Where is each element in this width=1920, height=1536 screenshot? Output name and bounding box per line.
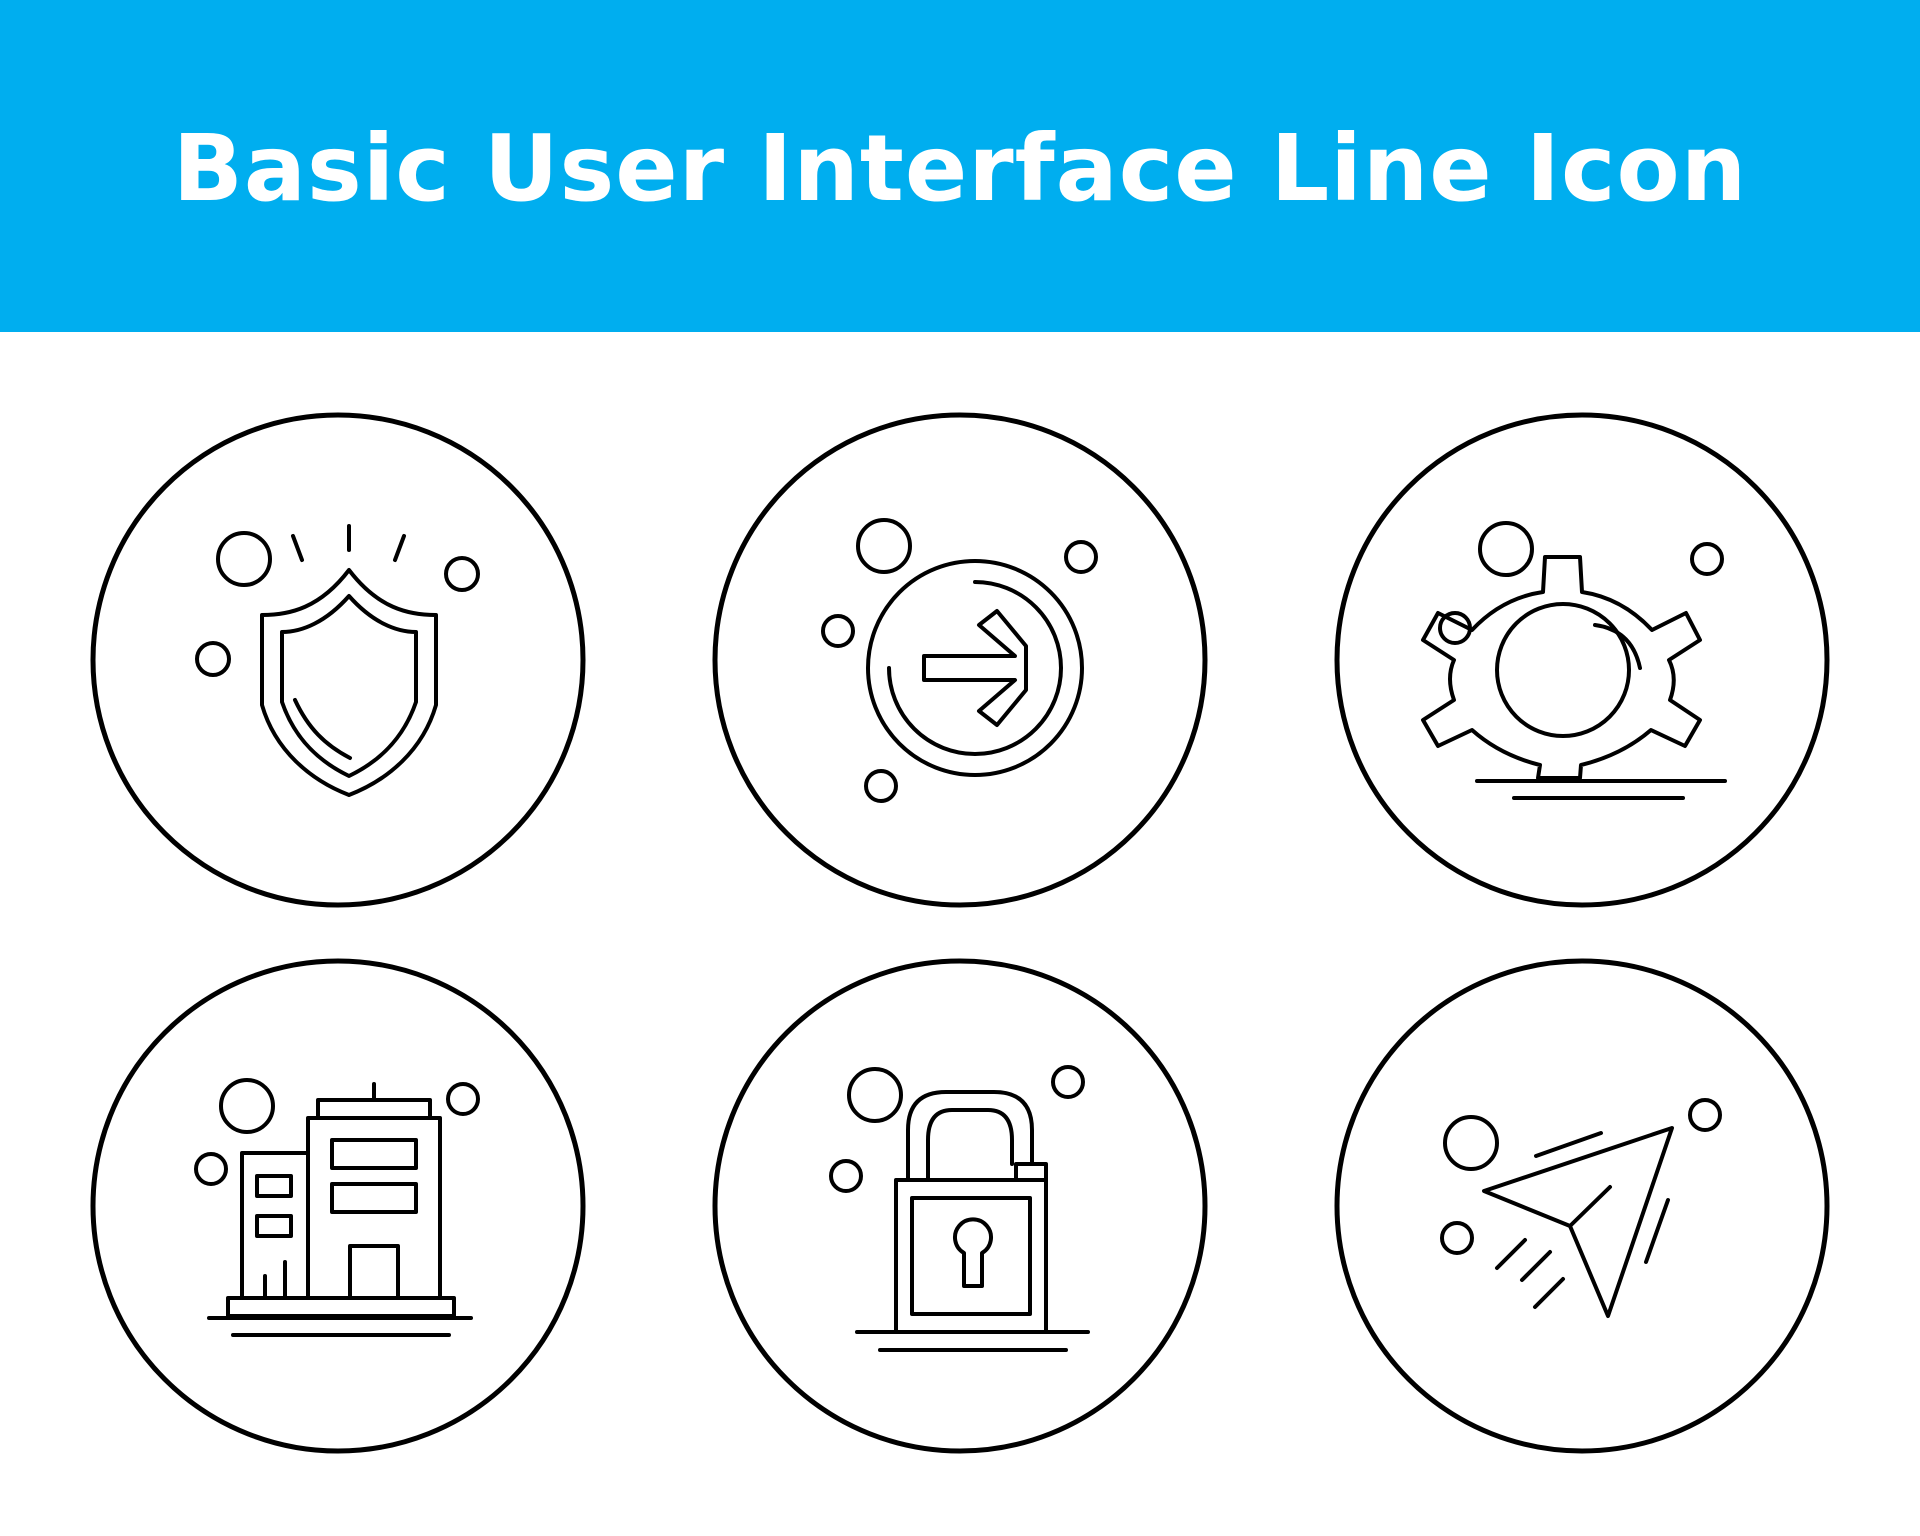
page-title: Basic User Interface Line Icon <box>172 114 1748 222</box>
padlock-icon <box>712 958 1208 1454</box>
arrow-right-circle-icon <box>712 412 1208 908</box>
shield-icon <box>90 412 586 908</box>
gear-icon <box>1334 412 1830 908</box>
building-icon <box>90 958 586 1454</box>
paper-plane-icon <box>1334 958 1830 1454</box>
header-banner: Basic User Interface Line Icon <box>0 0 1920 332</box>
